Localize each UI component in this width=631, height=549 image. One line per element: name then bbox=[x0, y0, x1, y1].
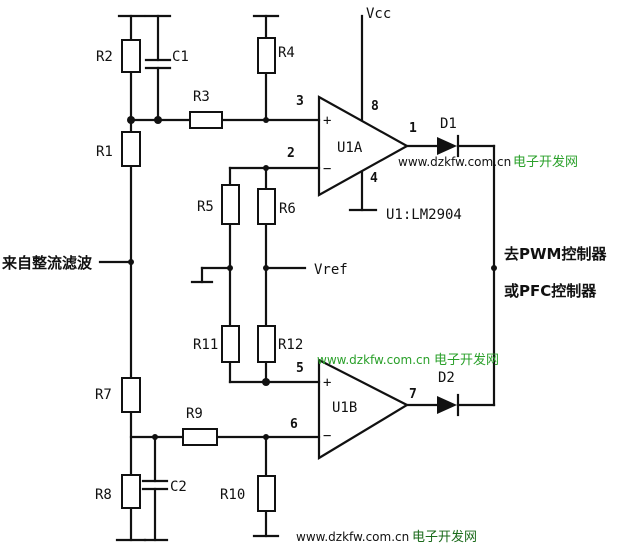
capacitor-c2 bbox=[141, 435, 169, 542]
resistor-r6 bbox=[257, 188, 276, 225]
pin-1: 1 bbox=[409, 121, 417, 136]
label-u1b: U1B bbox=[332, 400, 357, 416]
label-r3: R3 bbox=[193, 89, 210, 105]
label-c1: C1 bbox=[172, 49, 189, 65]
reference-network-wires bbox=[190, 166, 321, 384]
left-chain-wires bbox=[115, 14, 192, 542]
r4-branch-wires bbox=[220, 14, 321, 122]
u1a-plus: + bbox=[323, 113, 331, 129]
label-u1a: U1A bbox=[337, 140, 363, 156]
opamp-u1a bbox=[317, 14, 410, 212]
label-vref: Vref bbox=[314, 262, 348, 278]
label-output-pfc: 或PFC控制器 bbox=[504, 282, 597, 300]
label-d1: D1 bbox=[440, 116, 457, 132]
pin-7: 7 bbox=[409, 387, 417, 402]
u1b-minus: − bbox=[323, 428, 331, 444]
watermark-site-1: 电子开发网 bbox=[513, 154, 578, 170]
label-r12: R12 bbox=[278, 337, 303, 353]
u1a-minus: − bbox=[323, 161, 331, 177]
watermark-site-3: 电子开发网 bbox=[412, 529, 477, 545]
label-vcc: Vcc bbox=[366, 6, 391, 22]
pin-4: 4 bbox=[370, 171, 378, 186]
watermark-url-1: www.dzkfw.com.cn bbox=[398, 155, 511, 169]
resistor-r4 bbox=[257, 37, 276, 74]
watermark-url-3: www.dzkfw.com.cn bbox=[296, 530, 409, 544]
resistor-r12 bbox=[257, 325, 276, 363]
label-r5: R5 bbox=[197, 199, 214, 215]
label-r8: R8 bbox=[95, 487, 112, 503]
u1b-plus: + bbox=[323, 375, 331, 391]
watermark-url-2: www.dzkfw.com.cn bbox=[317, 353, 430, 367]
resistor-r2 bbox=[121, 39, 141, 73]
output-wires bbox=[405, 144, 496, 407]
resistor-r8 bbox=[121, 474, 141, 509]
label-output-pwm: 去PWM控制器 bbox=[504, 245, 607, 263]
label-r7: R7 bbox=[95, 387, 112, 403]
label-ic-note: U1:LM2904 bbox=[386, 207, 462, 223]
resistor-r1 bbox=[121, 131, 141, 167]
pin-3: 3 bbox=[296, 94, 304, 109]
resistor-r3 bbox=[189, 111, 223, 129]
resistor-r5 bbox=[221, 184, 240, 225]
diode-d1 bbox=[437, 134, 460, 158]
label-r11: R11 bbox=[193, 337, 218, 353]
resistor-r7 bbox=[121, 377, 141, 413]
label-r2: R2 bbox=[96, 49, 113, 65]
label-r1: R1 bbox=[96, 144, 113, 160]
watermark-site-2: 电子开发网 bbox=[434, 352, 499, 368]
label-r9: R9 bbox=[186, 406, 203, 422]
resistor-r11 bbox=[221, 325, 240, 363]
pin-2: 2 bbox=[287, 146, 295, 161]
label-input: 来自整流滤波 bbox=[1, 254, 93, 272]
label-r4: R4 bbox=[278, 45, 295, 61]
opamp-u1b bbox=[317, 358, 410, 460]
label-d2: D2 bbox=[438, 370, 455, 386]
resistor-r10 bbox=[257, 475, 276, 512]
label-c2: C2 bbox=[170, 479, 187, 495]
junction-dots bbox=[127, 116, 497, 440]
pin-5: 5 bbox=[296, 361, 304, 376]
pin-6: 6 bbox=[290, 417, 298, 432]
capacitor-c1 bbox=[144, 14, 172, 122]
diode-d2 bbox=[437, 393, 460, 417]
label-r6: R6 bbox=[279, 201, 296, 217]
label-r10: R10 bbox=[220, 487, 245, 503]
pin-8: 8 bbox=[371, 99, 379, 114]
resistor-r9 bbox=[182, 428, 218, 446]
